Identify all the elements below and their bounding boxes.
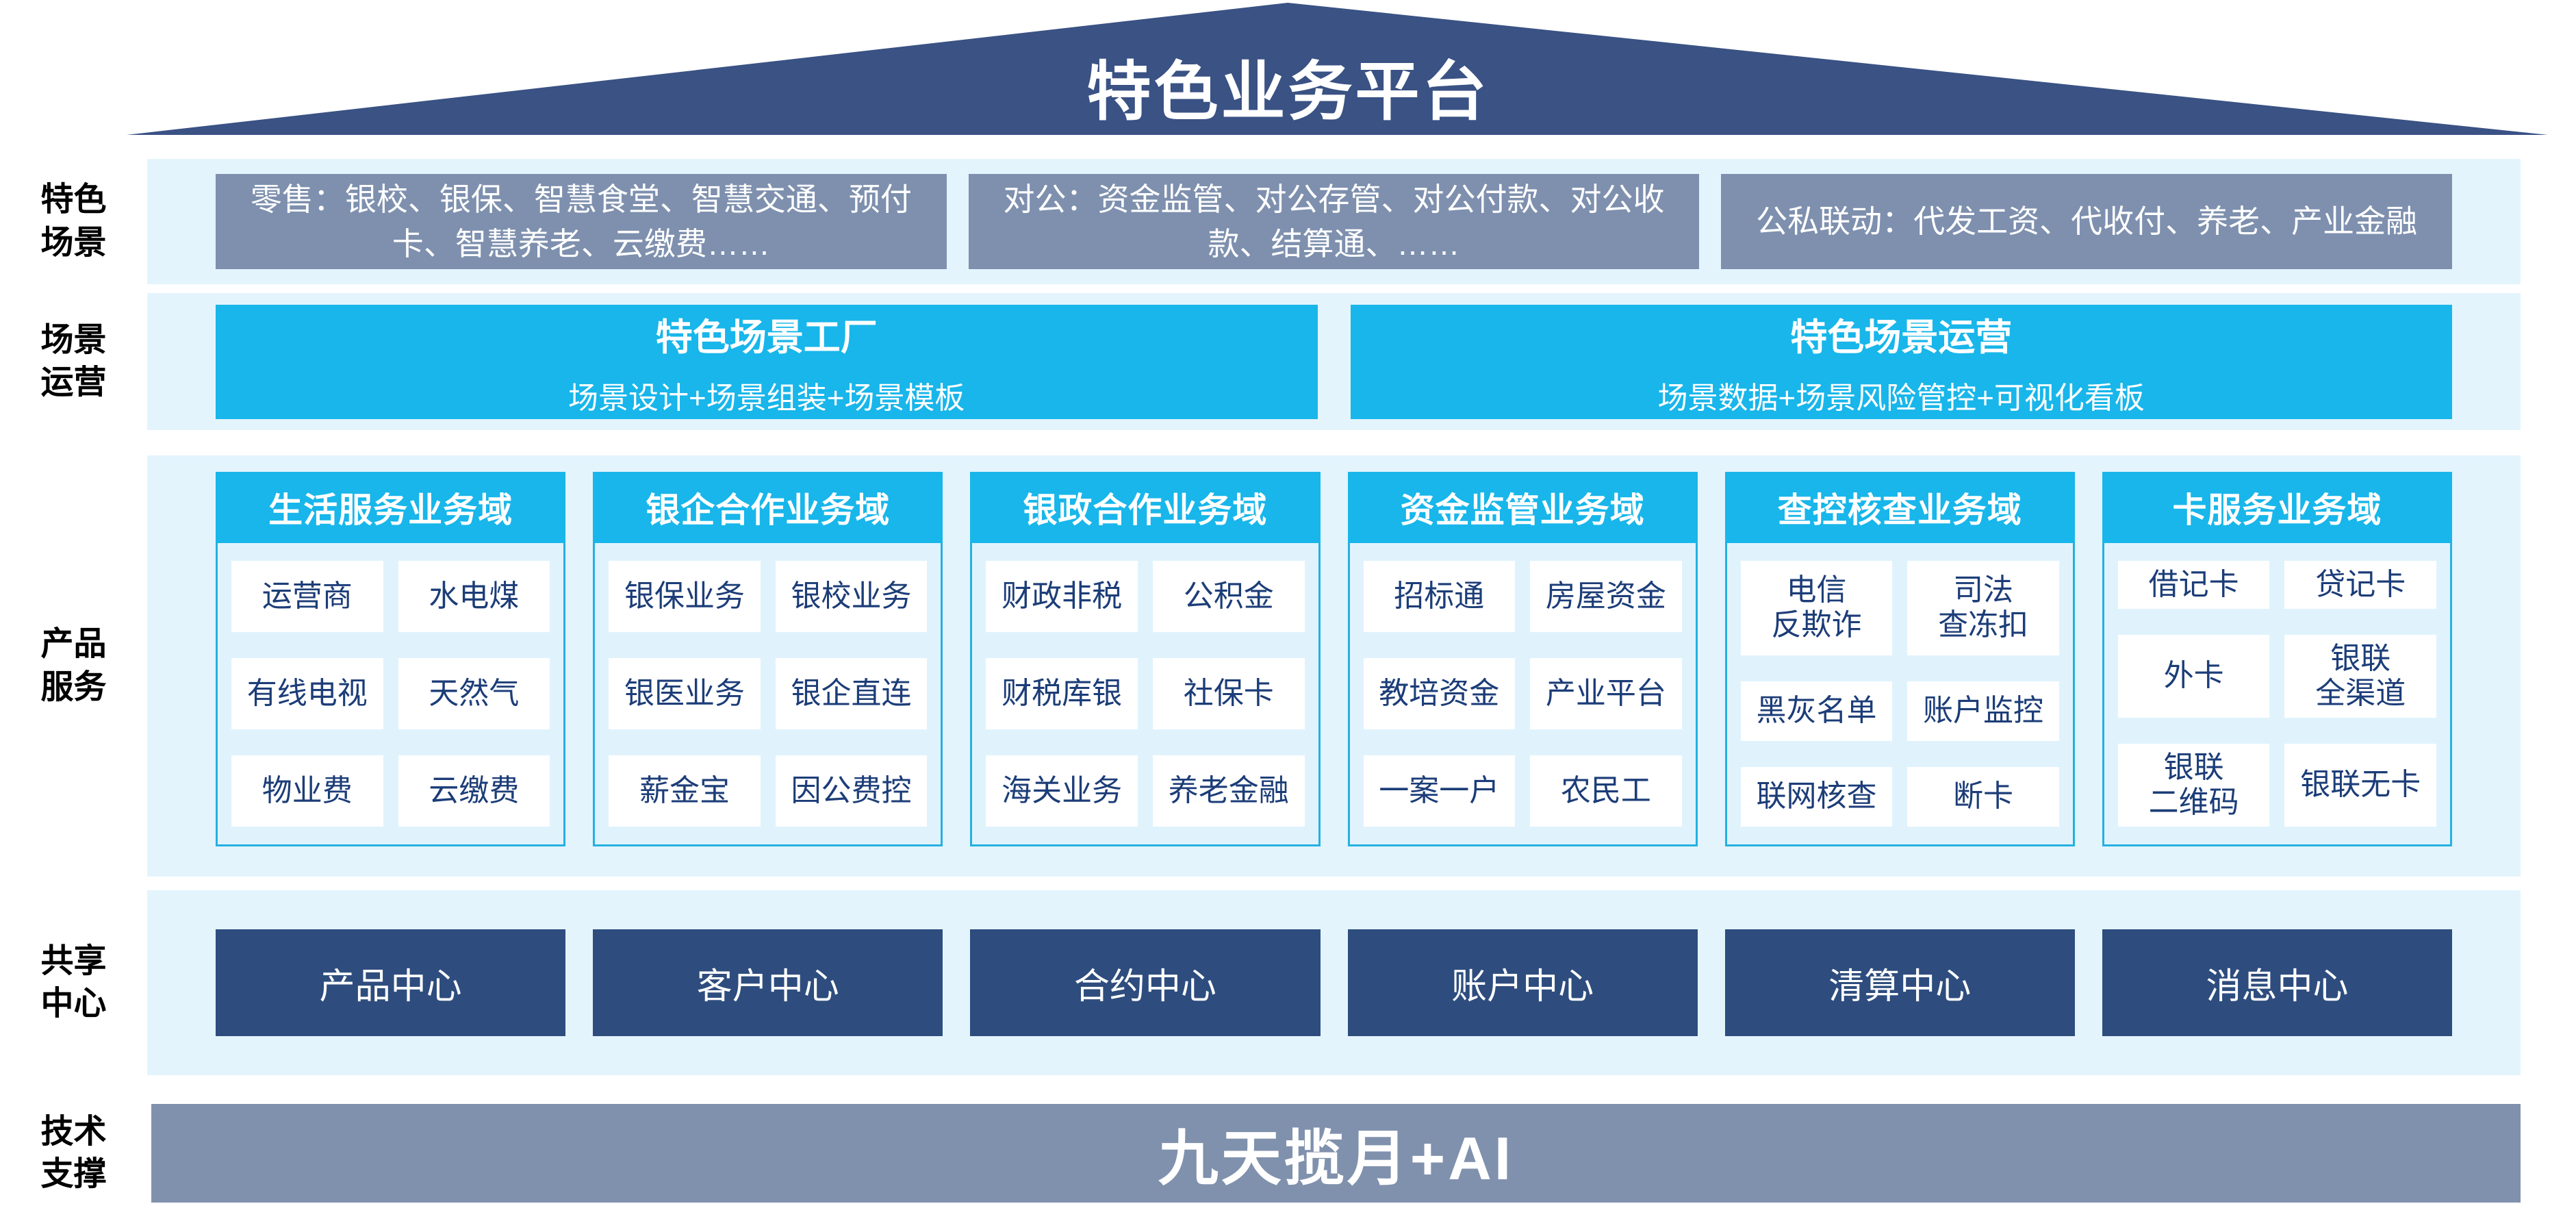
domain-item: 断卡 (1907, 766, 2059, 827)
domain-bank-government: 银政合作业务域 财政非税 公积金 财税库银 社保卡 海关业务 养老金融 (970, 472, 1321, 846)
domain-item: 财政非税 (986, 561, 1138, 632)
domain-item: 银联 二维码 (2117, 744, 2270, 827)
domain-item: 养老金融 (1152, 755, 1305, 827)
domain-item: 借记卡 (2117, 561, 2270, 609)
domain-item: 教培资金 (1363, 658, 1516, 729)
tech-support-banner: 九天揽月+AI (151, 1104, 2521, 1203)
domain-header: 生活服务业务域 (216, 472, 566, 543)
domain-item: 银校业务 (775, 561, 928, 632)
domain-item: 天然气 (398, 658, 550, 729)
domain-item: 运营商 (231, 561, 383, 632)
scene-box-corporate: 对公：资金监管、对公存管、对公付款、对公收款、结算通、…… (968, 174, 1700, 269)
domain-item: 银医业务 (609, 658, 761, 729)
domain-item: 物业费 (231, 755, 383, 827)
domain-item: 电信 反欺诈 (1740, 561, 1893, 655)
domain-item: 司法 查冻扣 (1907, 561, 2059, 655)
domain-item: 云缴费 (398, 755, 550, 827)
domain-item: 产业平台 (1530, 658, 1682, 729)
platform-title: 特色业务平台 (1086, 55, 1490, 127)
domain-item: 银保业务 (609, 561, 761, 632)
domain-bank-enterprise: 银企合作业务域 银保业务 银校业务 银医业务 银企直连 薪金宝 因公费控 (593, 472, 943, 846)
product-row-band: 生活服务业务域 运营商 水电煤 有线电视 天然气 物业费 云缴费 银企合作业务域… (147, 455, 2521, 877)
side-label-operation: 场景 运营 (0, 293, 147, 430)
scene-box-public-private: 公私联动：代发工资、代收付、养老、产业金融 (1721, 174, 2453, 269)
domain-body: 运营商 水电煤 有线电视 天然气 物业费 云缴费 (216, 543, 566, 846)
domain-item: 银企直连 (775, 658, 928, 729)
domain-header: 银企合作业务域 (593, 472, 943, 543)
domain-item: 一案一户 (1363, 755, 1516, 827)
side-label-operation-line1: 场景 (40, 321, 107, 358)
domain-item: 社保卡 (1152, 658, 1305, 729)
domain-item: 薪金宝 (609, 755, 761, 827)
domain-item: 外卡 (2117, 635, 2270, 718)
domain-body: 财政非税 公积金 财税库银 社保卡 海关业务 养老金融 (970, 543, 1321, 846)
center-box-product: 产品中心 (216, 929, 566, 1036)
scene-box-retail: 零售：银校、银保、智慧食堂、智慧交通、预付卡、智慧养老、云缴费…… (216, 174, 947, 269)
domain-life-services: 生活服务业务域 运营商 水电煤 有线电视 天然气 物业费 云缴费 (216, 472, 566, 846)
side-label-scene-line1: 特色 (40, 181, 107, 218)
scene-operation-title: 特色场景运营 (1790, 316, 2013, 358)
domain-header: 银政合作业务域 (970, 472, 1321, 543)
center-box-customer: 客户中心 (593, 929, 943, 1036)
domain-header: 资金监管业务域 (1347, 472, 1698, 543)
domain-item: 账户监控 (1907, 681, 2059, 741)
side-label-scene: 特色 场景 (0, 159, 147, 284)
domain-item: 房屋资金 (1530, 561, 1682, 632)
domain-item: 财税库银 (986, 658, 1138, 729)
side-label-tech: 技术 支撑 (0, 1104, 147, 1203)
side-label-tech-line2: 支撑 (40, 1156, 107, 1192)
domain-item: 农民工 (1530, 755, 1682, 827)
domain-inquiry-control: 查控核查业务域 电信 反欺诈 司法 查冻扣 黑灰名单 账户监控 联网核查 断卡 (1724, 472, 2075, 846)
domain-item: 银联 全渠道 (2284, 635, 2437, 718)
center-box-account: 账户中心 (1347, 929, 1698, 1036)
roof-shape (127, 3, 2548, 135)
operation-row-band: 特色场景工厂 场景设计+场景组装+场景模板 特色场景运营 场景数据+场景风险管控… (147, 293, 2521, 430)
center-box-contract: 合约中心 (970, 929, 1321, 1036)
side-label-product-line2: 服务 (40, 668, 107, 705)
scene-row-band: 零售：银校、银保、智慧食堂、智慧交通、预付卡、智慧养老、云缴费…… 对公：资金监… (147, 159, 2521, 284)
domain-body: 招标通 房屋资金 教培资金 产业平台 一案一户 农民工 (1347, 543, 1698, 846)
center-box-message: 消息中心 (2102, 929, 2453, 1036)
scene-factory-title: 特色场景工厂 (655, 316, 878, 358)
side-label-tech-line1: 技术 (40, 1113, 107, 1150)
domain-header: 卡服务业务域 (2102, 472, 2453, 543)
domain-body: 银保业务 银校业务 银医业务 银企直连 薪金宝 因公费控 (593, 543, 943, 846)
domain-card-services: 卡服务业务域 借记卡 贷记卡 外卡 银联 全渠道 银联 二维码 银联无卡 (2102, 472, 2453, 846)
side-label-product-line1: 产品 (40, 626, 107, 663)
scene-operation-subtitle: 场景数据+场景风险管控+可视化看板 (1657, 381, 2145, 415)
side-label-centers-line1: 共享 (40, 942, 107, 979)
domain-item: 黑灰名单 (1740, 681, 1893, 741)
domain-item: 贷记卡 (2284, 561, 2437, 609)
domain-item: 海关业务 (986, 755, 1138, 827)
domain-item: 联网核查 (1740, 766, 1893, 827)
domain-header: 查控核查业务域 (1724, 472, 2075, 543)
side-label-centers-line2: 中心 (40, 985, 107, 1022)
domain-item: 银联无卡 (2284, 744, 2437, 827)
domain-fund-supervision: 资金监管业务域 招标通 房屋资金 教培资金 产业平台 一案一户 农民工 (1347, 472, 1698, 846)
domain-item: 因公费控 (775, 755, 928, 827)
side-label-product: 产品 服务 (0, 455, 147, 877)
scene-factory-box: 特色场景工厂 场景设计+场景组装+场景模板 (216, 304, 1318, 419)
side-label-scene-line2: 场景 (40, 224, 107, 261)
scene-operation-box: 特色场景运营 场景数据+场景风险管控+可视化看板 (1350, 304, 2452, 419)
domain-body: 借记卡 贷记卡 外卡 银联 全渠道 银联 二维码 银联无卡 (2102, 543, 2453, 846)
centers-row-band: 产品中心 客户中心 合约中心 账户中心 清算中心 消息中心 (147, 890, 2521, 1075)
scene-factory-subtitle: 场景设计+场景组装+场景模板 (568, 381, 965, 415)
domain-body: 电信 反欺诈 司法 查冻扣 黑灰名单 账户监控 联网核查 断卡 (1724, 543, 2075, 846)
domain-item: 水电煤 (398, 561, 550, 632)
domain-item: 招标通 (1363, 561, 1516, 632)
side-label-operation-line2: 运营 (40, 364, 107, 401)
domain-item: 有线电视 (231, 658, 383, 729)
roof-triangle (127, 3, 2548, 135)
domain-item: 公积金 (1152, 561, 1305, 632)
side-label-centers: 共享 中心 (0, 890, 147, 1075)
center-box-clearing: 清算中心 (1724, 929, 2075, 1036)
